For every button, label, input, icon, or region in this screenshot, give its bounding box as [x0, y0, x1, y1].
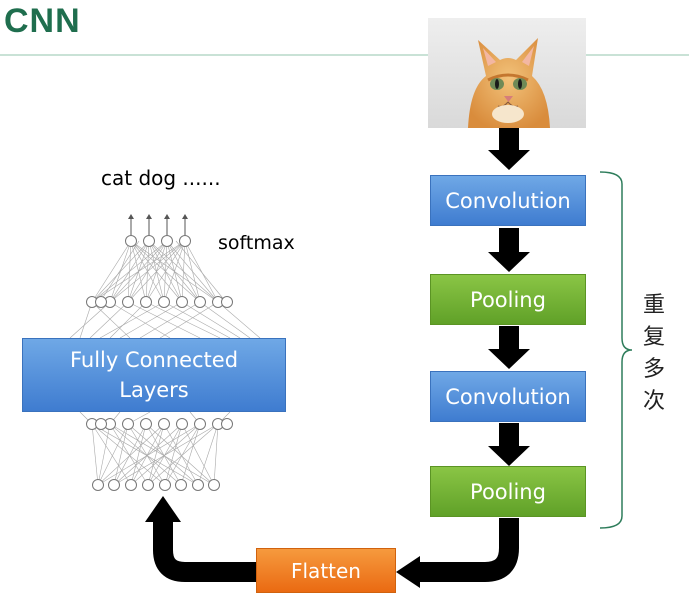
repeat-bracket	[599, 171, 633, 529]
arrow-to-fc	[153, 520, 256, 582]
repeat-label: 重复多次	[642, 293, 665, 414]
pooling-box-1: Pooling	[430, 274, 586, 325]
softmax-label: softmax	[218, 232, 295, 254]
fully-connected-box: Fully Connected Layers	[22, 338, 286, 412]
convolution-box-1: Convolution	[430, 175, 586, 226]
fully-connected-label: Fully Connected Layers	[69, 348, 239, 402]
slide-title: CNN	[4, 2, 81, 40]
convolution-label-2: Convolution	[445, 384, 571, 409]
output-classes-label: cat dog ......	[101, 166, 221, 190]
pooling-box-2: Pooling	[430, 466, 586, 517]
arrow-to-flatten	[418, 518, 519, 582]
title-underline	[0, 54, 689, 56]
convolution-box-2: Convolution	[430, 371, 586, 422]
flatten-label: Flatten	[291, 558, 361, 583]
flatten-box: Flatten	[256, 548, 396, 593]
down-arrows	[488, 128, 530, 466]
pooling-label-1: Pooling	[470, 287, 546, 312]
pooling-label-2: Pooling	[470, 479, 546, 504]
convolution-label-1: Convolution	[445, 188, 571, 213]
cat-image	[428, 18, 586, 128]
